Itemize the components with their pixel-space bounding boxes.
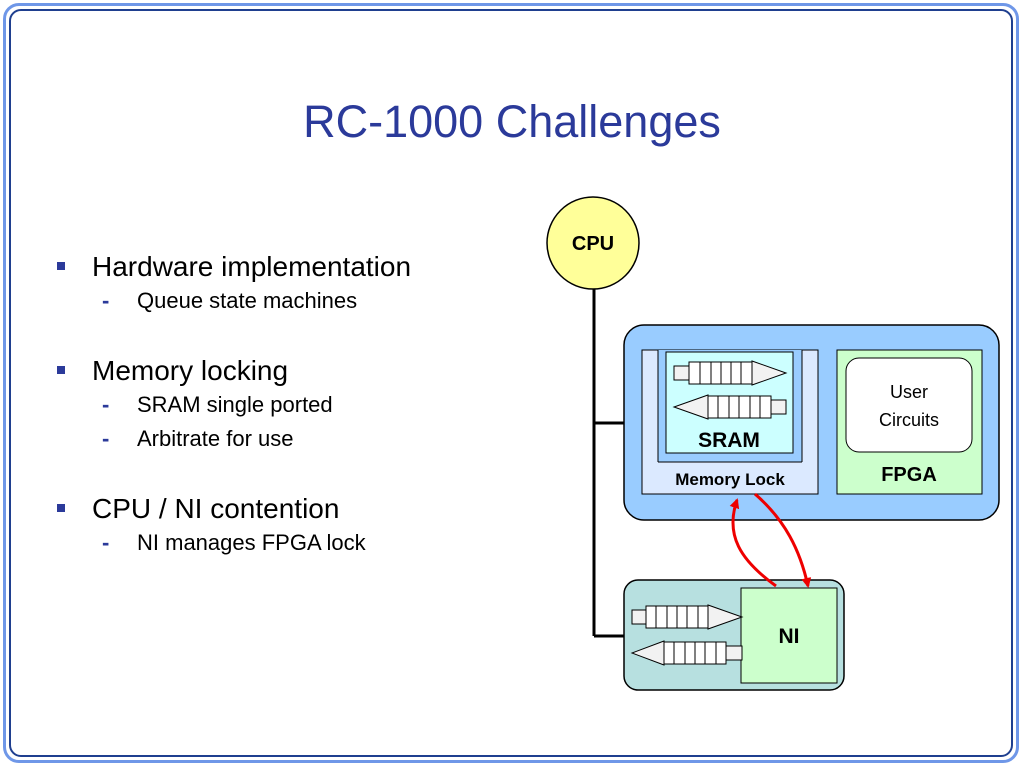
sub-bullet-text: NI manages FPGA lock	[137, 530, 366, 555]
sram-queue-in-icon	[672, 394, 787, 420]
ni-queue-in-icon	[630, 640, 743, 666]
ni-label: NI	[779, 625, 800, 648]
user-circuits-label-line1: User	[890, 382, 928, 402]
bullet-list: Hardware implementation - Queue state ma…	[55, 250, 535, 560]
dash-marker: -	[102, 288, 110, 313]
slide-title: RC-1000 Challenges	[303, 96, 721, 147]
bullet-marker	[57, 366, 65, 374]
cpu-label: CPU	[572, 233, 614, 255]
sub-bullet-queue: - Queue state machines	[55, 284, 535, 318]
sub-bullet-ni-lock: - NI manages FPGA lock	[55, 526, 535, 560]
ni-to-lock-arrow	[729, 498, 777, 588]
bullet-text: CPU / NI contention	[92, 493, 340, 524]
sram-queue-out-icon	[673, 360, 788, 386]
bullet-text: Hardware implementation	[92, 251, 412, 282]
bullet-marker	[57, 262, 65, 270]
bullet-marker	[57, 504, 65, 512]
user-circuits-label-line2: Circuits	[879, 410, 939, 430]
lock-to-ni-arrow	[754, 492, 812, 588]
sub-bullet-sram: - SRAM single ported	[55, 388, 535, 422]
fpga-label: FPGA	[881, 464, 937, 486]
sram-label: SRAM	[698, 429, 760, 452]
dash-marker: -	[102, 426, 110, 451]
dash-marker: -	[102, 530, 110, 555]
ni-box	[740, 587, 838, 684]
sub-bullet-arbitrate: - Arbitrate for use	[55, 422, 535, 456]
sub-bullet-text: Queue state machines	[137, 288, 358, 313]
user-circuits-box	[845, 357, 973, 453]
memory-lock-label: Memory Lock	[675, 470, 785, 489]
dash-marker: -	[102, 392, 110, 417]
cpu-node	[546, 196, 640, 290]
sub-bullet-text: SRAM single ported	[137, 392, 333, 417]
bullet-contention: CPU / NI contention	[55, 492, 535, 526]
bullet-memory-locking: Memory locking	[55, 354, 535, 388]
ni-queue-out-icon	[631, 604, 744, 630]
bullet-text: Memory locking	[92, 355, 289, 386]
bullet-hardware: Hardware implementation	[55, 250, 535, 284]
slide-frame-inner	[9, 9, 1013, 757]
slide-frame-outer	[3, 3, 1019, 763]
sub-bullet-text: Arbitrate for use	[137, 426, 294, 451]
